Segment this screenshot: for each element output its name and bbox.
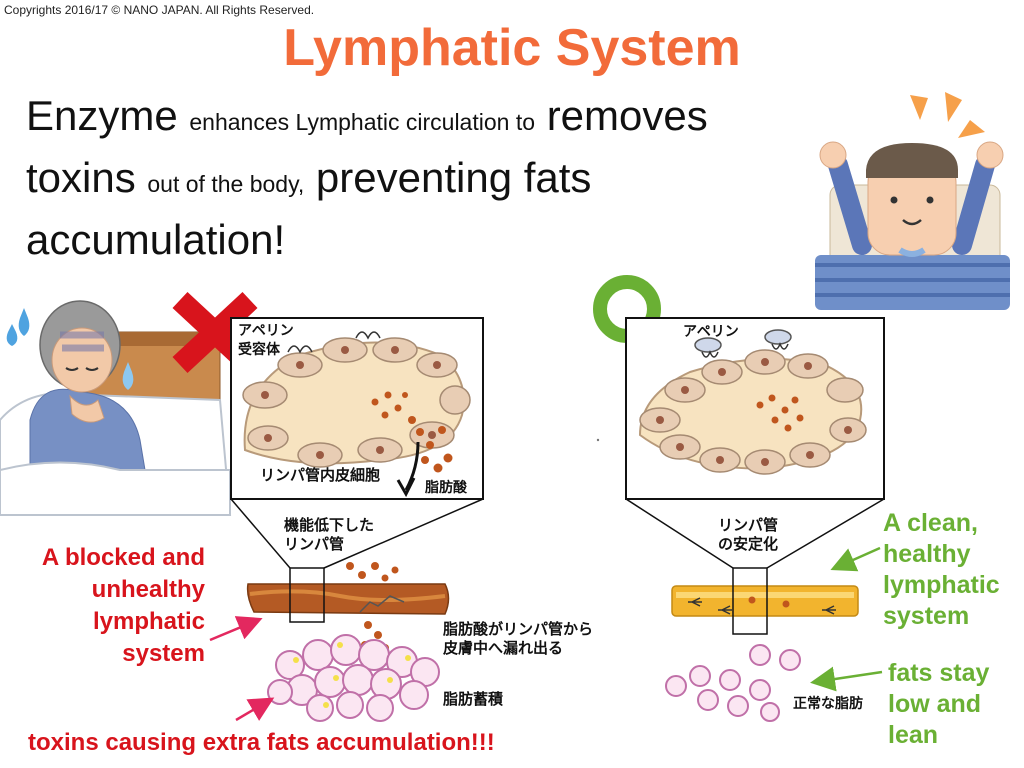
left-zoom-lines	[230, 498, 484, 569]
blocked-label-line-1: A blocked and	[41, 544, 205, 571]
blocked-label-line-2: unhealthy	[91, 576, 205, 603]
page-title: Lymphatic System	[283, 19, 741, 77]
headline-toxins: toxins	[26, 154, 136, 201]
fats-line-1: fats stay	[888, 659, 990, 687]
jp-impaired-line-2: リンパ管	[284, 536, 345, 553]
left-zoom-panel	[230, 317, 484, 500]
headline-enzyme: Enzyme	[26, 92, 178, 139]
right-fat-cluster	[665, 644, 801, 722]
jp-apelin: アペリン	[683, 323, 739, 339]
healthy-system-label: A clean, healthy lymphatic system	[883, 508, 1000, 632]
jp-fatty-acid-leak: 脂肪酸がリンパ管から 皮膚中へ漏れ出る	[443, 620, 593, 658]
headline: Enzyme enhances Lymphatic circulation to…	[26, 88, 866, 267]
toxins-label-arrow	[235, 697, 275, 722]
fats-label-arrow	[810, 666, 883, 692]
sick-elderly-person-illustration	[0, 300, 232, 516]
fats-line-3: lean	[888, 721, 939, 749]
healthy-label-line-2: healthy	[883, 540, 971, 568]
blocked-label-line-4: system	[122, 640, 205, 667]
jp-receptor-line-1: アペリン	[238, 322, 294, 338]
jp-impaired-vessel: 機能低下した リンパ管	[284, 516, 374, 554]
jp-receptor-line-2: 受容体	[238, 341, 280, 357]
healthy-label-line-4: system	[883, 602, 970, 630]
left-damaged-vessel	[246, 562, 450, 652]
right-label-arrow	[830, 546, 881, 572]
jp-apelin-receptor: アペリン 受容体	[238, 321, 294, 359]
headline-preventing: preventing fats	[315, 154, 592, 201]
fats-line-2: low and	[888, 690, 982, 718]
jp-impaired-line-1: 機能低下した	[284, 517, 375, 534]
copyright-notice: Copyrights 2016/17 © NANO JAPAN. All Rig…	[4, 3, 315, 17]
blocked-label-line-3: lymphatic	[92, 608, 205, 635]
jp-stabilized-line-2: の安定化	[718, 536, 779, 553]
left-label-arrow	[209, 616, 263, 642]
headline-accumulation: accumulation!	[26, 216, 286, 263]
headline-removes: removes	[546, 92, 708, 139]
headline-small-2: out of the body,	[147, 171, 305, 197]
jp-leak-line-2: 皮膚中へ漏れ出る	[443, 640, 564, 657]
jp-stabilized-vessel: リンパ管 の安定化	[718, 516, 778, 554]
right-healthy-vessel	[671, 567, 859, 635]
healthy-label-line-1: A clean,	[883, 509, 978, 537]
jp-fatty-acid: 脂肪酸	[425, 479, 467, 495]
happy-man-illustration	[815, 92, 1010, 310]
jp-stabilized-line-1: リンパ管	[718, 517, 779, 534]
headline-small-1: enhances Lymphatic circulation to	[189, 109, 536, 135]
blocked-system-label: A blocked and unhealthy lymphatic system	[0, 542, 205, 670]
right-zoom-lines	[625, 498, 885, 569]
jp-endothelial-cells: リンパ管内皮細胞	[260, 467, 381, 484]
right-zoom-panel	[625, 317, 885, 500]
fats-stay-low-label: fats stay low and lean	[888, 658, 989, 751]
jp-leak-line-1: 脂肪酸がリンパ管から	[443, 621, 594, 638]
healthy-label-line-3: lymphatic	[883, 571, 1000, 599]
jp-fat-accumulation: 脂肪蓄積	[443, 691, 504, 708]
jp-normal-fat: 正常な脂肪	[793, 695, 863, 711]
toxins-label: toxins causing extra fats accumulation!!…	[28, 729, 495, 756]
left-fat-cluster	[267, 634, 440, 722]
cross-mark-label: X	[0, 0, 1, 1]
